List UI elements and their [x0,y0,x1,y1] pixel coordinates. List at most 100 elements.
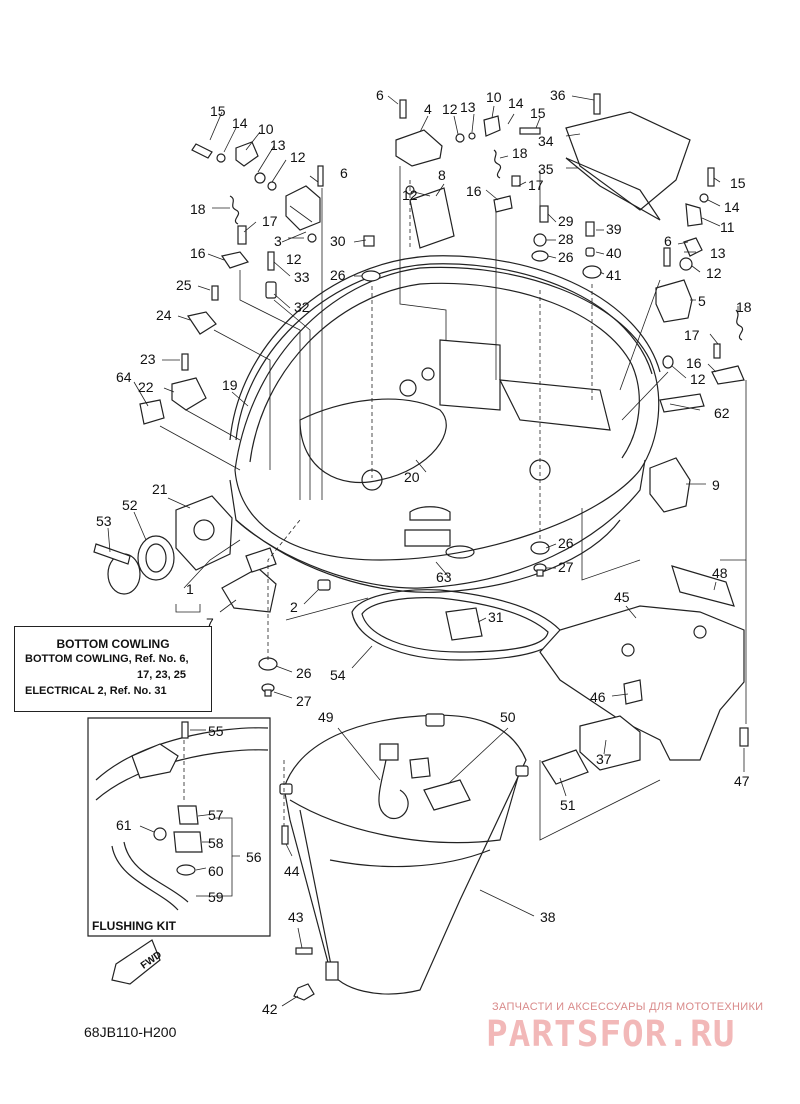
callout-12d: 12 [402,187,418,203]
callout-26c: 26 [558,535,574,551]
callout-16b: 16 [466,183,482,199]
callout-26d: 26 [296,665,312,681]
callout-58: 58 [208,835,224,851]
callout-26a: 26 [330,267,346,283]
callout-33: 33 [294,269,310,285]
rim-seal-part [229,255,661,441]
lower-cowling-part [279,713,529,1001]
watermark-subtitle: ЗАПЧАСТИ И АКСЕССУАРЫ ДЛЯ МОТОТЕХНИКИ [492,1001,764,1013]
callout-13a: 13 [270,137,286,153]
callout-55: 55 [208,723,224,739]
callout-14c: 14 [724,199,740,215]
callout-17b: 17 [528,177,544,193]
watermark-brand: PARTSFOR.RU [486,1014,736,1055]
callout-7: 7 [206,615,214,631]
callout-12b: 12 [286,251,302,267]
callout-17c: 17 [684,327,700,343]
callout-16a: 16 [190,245,206,261]
callout-15a: 15 [210,103,226,119]
callout-60: 60 [208,863,224,879]
callout-15b: 15 [530,105,546,121]
reference-legend: BOTTOM COWLING BOTTOM COWLING, Ref. No. … [14,626,212,712]
callout-43: 43 [288,909,304,925]
callout-51: 51 [560,797,576,813]
callout-26b: 26 [558,249,574,265]
bottom-cowling-part [229,266,660,593]
callout-44: 44 [284,863,300,879]
callout-14a: 14 [232,115,248,131]
callout-31: 31 [488,609,504,625]
callout-40: 40 [606,245,622,261]
callout-4: 4 [424,101,432,117]
label-plate-part [659,393,705,413]
callout-12c: 12 [442,101,458,117]
callout-36: 36 [550,87,566,103]
callout-30: 30 [330,233,346,249]
callout-41: 41 [606,267,622,283]
callout-25: 25 [176,277,192,293]
callout-10b: 10 [486,89,502,105]
callout-35: 35 [538,161,554,177]
callout-56: 56 [246,849,262,865]
callout-46: 46 [590,689,606,705]
callout-12f: 12 [690,371,706,387]
upper-right-bracket [531,93,691,279]
callout-13b: 13 [460,99,476,115]
callout-17a: 17 [262,213,278,229]
callout-12a: 12 [290,149,306,165]
callout-10a: 10 [258,121,274,137]
callout-18c: 18 [736,299,752,315]
callout-64: 64 [116,369,132,385]
dashed-guides [183,180,593,826]
legend-line-1: BOTTOM COWLING, Ref. No. 6, [25,653,189,665]
callout-27b: 27 [296,693,312,709]
callout-29: 29 [558,213,574,229]
callout-53: 53 [96,513,112,529]
callout-47: 47 [734,773,750,789]
callout-19: 19 [222,377,238,393]
callout-48: 48 [712,565,728,581]
callout-6b: 6 [340,165,348,181]
callout-14b: 14 [508,95,524,111]
legend-title: BOTTOM COWLING [56,637,170,651]
callout-21: 21 [152,481,168,497]
callout-27a: 27 [558,559,574,575]
callout-37: 37 [596,751,612,767]
side-bracket-part [649,457,691,513]
callout-61: 61 [116,817,132,833]
lower-bracket-group [539,565,749,785]
callout-18a: 18 [190,201,206,217]
callout-1: 1 [186,581,194,597]
callout-20: 20 [404,469,420,485]
legend-pointer [175,604,201,613]
right-hardware-group [655,167,745,385]
callout-18b: 18 [512,145,528,161]
flushing-kit-label: FLUSHING KIT [92,919,176,933]
callout-9: 9 [712,477,720,493]
callout-5: 5 [698,293,706,309]
callout-32: 32 [294,299,310,315]
callout-42: 42 [262,1001,278,1017]
callout-22: 22 [138,379,154,395]
callout-50: 50 [500,709,516,725]
callout-24: 24 [156,307,172,323]
gasket-group [351,589,561,661]
leader-lines [107,95,745,1007]
callout-52: 52 [122,497,138,513]
callout-11: 11 [720,219,735,235]
callout-15c: 15 [730,175,746,191]
callout-45: 45 [614,589,630,605]
mount-lines [159,166,747,841]
callout-63: 63 [436,569,452,585]
callout-28: 28 [558,231,574,247]
callout-13c: 13 [710,245,726,261]
callout-59: 59 [208,889,224,905]
legend-line-3: ELECTRICAL 2, Ref. No. 31 [25,685,167,697]
callout-57: 57 [208,807,224,823]
callout-16c: 16 [686,355,702,371]
callout-3: 3 [274,233,282,249]
legend-line-2: 17, 23, 25 [137,669,186,681]
left-hardware-group [139,141,324,425]
callout-2: 2 [290,599,298,615]
